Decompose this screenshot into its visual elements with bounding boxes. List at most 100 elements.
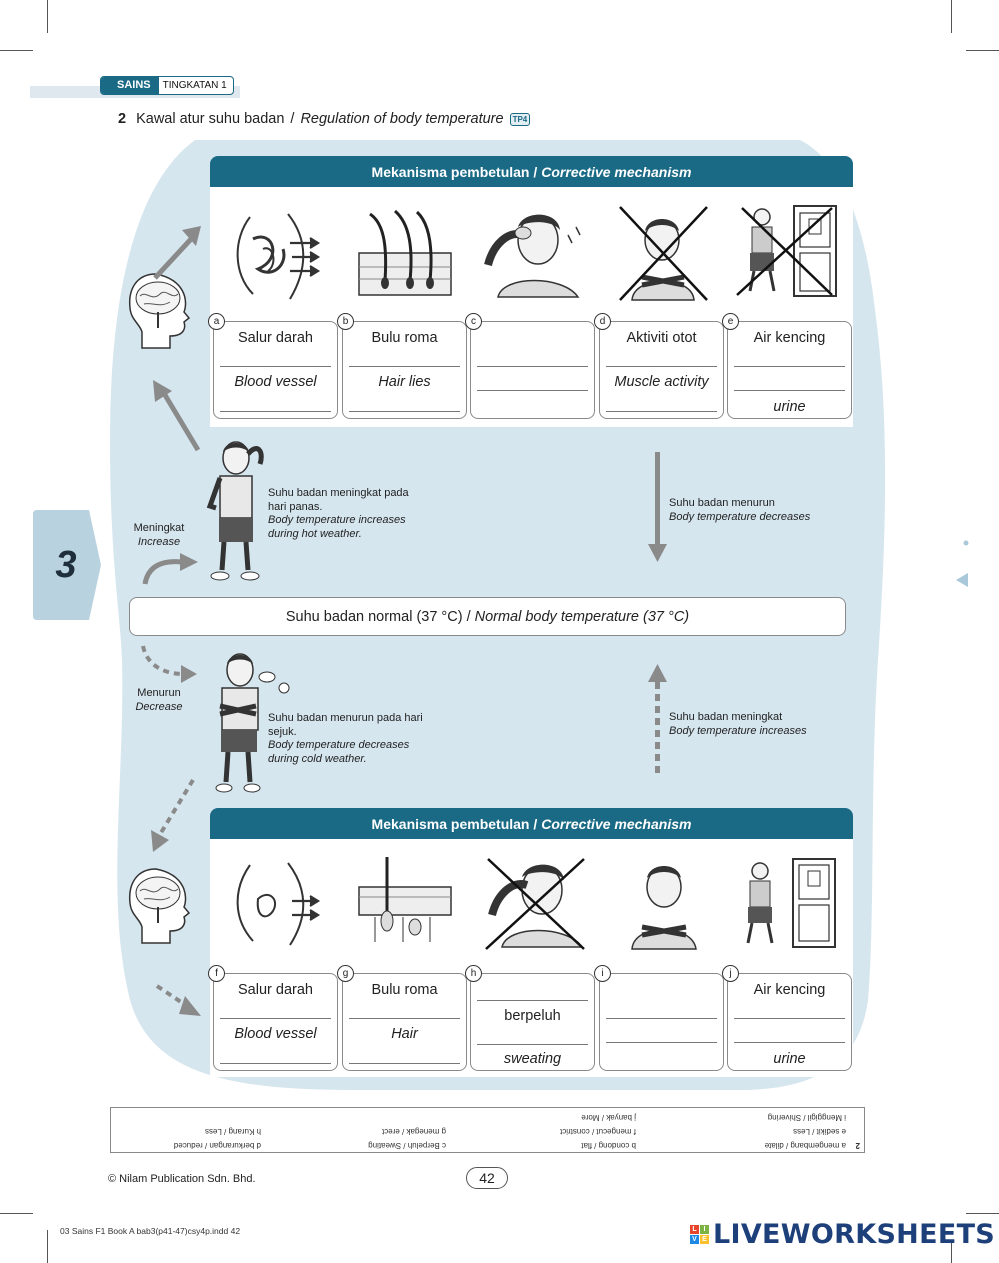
subject-label: SAINS (101, 77, 159, 94)
normal-en: Normal body temperature (37 °C) (474, 608, 690, 625)
answer-line (734, 366, 845, 367)
card-label-ms: Air kencing (753, 982, 826, 998)
logo-letter: L (690, 1225, 699, 1234)
top-mechanism-title-ms: Mekanisma pembetulan / (371, 163, 538, 180)
down-note-en: Body temperature decreases (669, 510, 811, 523)
answer-key-number: 2 (855, 1141, 860, 1150)
liveworksheets-logo[interactable]: L I V E LIVEWORKSHEETS (690, 1219, 995, 1250)
decrease-en: Decrease (135, 700, 183, 713)
logo-grid-icon: L I V E (690, 1225, 709, 1244)
answer-key-item: c Berpeluh / Sweating (368, 1141, 446, 1150)
hot-weather-note: Suhu badan meningkat pada hari panas. Bo… (268, 487, 468, 541)
crop-mark (951, 0, 952, 33)
page-number: 42 (466, 1167, 508, 1189)
card-letter: c (465, 313, 482, 330)
card-label-ms: Bulu roma (371, 982, 438, 998)
blood-vessel-dilate-icon (236, 213, 321, 300)
subject-badge: SAINS TINGKATAN 1 (100, 76, 234, 95)
flow-arrows-left (142, 226, 201, 585)
card-label-en: urine (773, 1051, 806, 1067)
answer-line (734, 390, 845, 391)
card-label-ms: Salur darah (238, 982, 313, 998)
question-title-en: Regulation of body temperature (300, 111, 504, 127)
answer-key-item: j banyak / More (581, 1113, 636, 1122)
up-dashed-arrow-icon (648, 664, 667, 776)
top-mechanism-panel: a Salur darah Blood vessel b Bulu roma H… (208, 187, 853, 427)
answer-line (220, 366, 331, 367)
top-mechanism-title: Mekanisma pembetulan / Corrective mechan… (210, 156, 853, 187)
answer-line (606, 1042, 717, 1043)
answer-card-h: h berpeluh sweating (465, 965, 595, 1071)
card-letter: b (337, 313, 354, 330)
crop-mark (0, 50, 33, 51)
shivering-person-crossed-icon (619, 206, 708, 301)
answer-key-item: b condong / flat (581, 1141, 636, 1150)
copyright: © Nilam Publication Sdn. Bhd. (108, 1173, 256, 1185)
answer-key-item: g menegak / erect (381, 1127, 446, 1136)
answer-card-g: g Bulu roma Hair (337, 965, 467, 1071)
question-heading: 2 Kawal atur suhu badan / Regulation of … (118, 111, 531, 127)
hair-lies-flat-icon (358, 209, 452, 296)
chapter-number: 3 (55, 543, 77, 586)
answer-key-item: a mengembang / dilate (764, 1141, 846, 1150)
card-letter: e (722, 313, 739, 330)
shivering-person-icon (631, 866, 697, 950)
up-note-ms: Suhu badan meningkat (669, 711, 783, 723)
hot-line2: hari panas. (268, 500, 323, 513)
increase-en: Increase (137, 535, 181, 548)
answer-line (734, 1018, 845, 1019)
file-slug: 03 Sains F1 Book A bab3(p41-47)csy4p.ind… (60, 1226, 241, 1236)
answer-key-box: 2 a mengembang / dilate b condong / flat… (110, 1107, 865, 1153)
sweating-person-icon (484, 214, 581, 298)
answer-card-b: b Bulu roma Hair lies (337, 313, 467, 419)
card-letter: i (594, 965, 611, 982)
down-note-ms: Suhu badan menurun (669, 497, 775, 509)
tp-badge: TP4 (509, 112, 531, 126)
logo-letter: V (690, 1235, 699, 1244)
answer-key-item: i Menggigil / Shivering (767, 1113, 846, 1122)
brain-icon (128, 273, 191, 349)
answer-card-i[interactable]: i (594, 965, 724, 1071)
normal-ms: Suhu badan normal (37 °C) / (285, 608, 471, 625)
hot-line3: Body temperature increases (268, 514, 406, 526)
logo-letter: I (700, 1225, 709, 1234)
answer-card-f: f Salur darah Blood vessel (208, 965, 338, 1071)
card-label-en: Blood vessel (234, 1026, 317, 1042)
card-letter: j (722, 965, 739, 982)
crop-mark (47, 1230, 48, 1263)
answer-line (606, 366, 717, 367)
cold-line4: during cold weather. (268, 752, 367, 765)
answer-card-e: e Air kencing urine (722, 313, 852, 419)
answer-card-c[interactable]: c (465, 313, 595, 419)
bottom-mechanism-title-en: Corrective mechanism (541, 815, 692, 832)
decrease-label: Menurun Decrease (126, 687, 192, 714)
hot-line4: during hot weather. (268, 527, 362, 540)
hair-erect-icon (358, 857, 452, 942)
normal-temperature-box: Suhu badan normal (37 °C) / Normal body … (129, 597, 846, 636)
bottom-mechanism-title-ms: Mekanisma pembetulan / (371, 815, 538, 832)
cold-line2: sejuk. (268, 725, 297, 738)
cold-line1: Suhu badan menurun pada hari (268, 712, 423, 724)
decrease-ms: Menurun (137, 687, 181, 699)
card-label-ms: Bulu roma (371, 330, 438, 346)
logo-letter: E (700, 1235, 709, 1244)
question-separator: / (290, 111, 295, 127)
hot-line1: Suhu badan meningkat pada (268, 487, 409, 499)
increase-label: Meningkat Increase (126, 522, 192, 549)
answer-key-item: d berkurangan / reduced (173, 1141, 261, 1150)
bottom-mechanism-title: Mekanisma pembetulan / Corrective mechan… (210, 808, 853, 839)
crop-mark (966, 50, 999, 51)
answer-line (349, 366, 460, 367)
card-label-en: Hair (391, 1026, 418, 1042)
cold-person-icon (215, 653, 290, 793)
answer-line (477, 390, 588, 391)
increase-ms: Meningkat (133, 522, 185, 534)
answer-line (477, 366, 588, 367)
card-letter: d (594, 313, 611, 330)
chapter-tab: 3 (33, 510, 101, 620)
answer-key-item: h Kurang / Less (204, 1127, 261, 1136)
answer-line (606, 411, 717, 412)
question-number: 2 (118, 111, 127, 127)
crop-mark (966, 1213, 999, 1214)
toilet-crossed-icon (736, 205, 837, 297)
